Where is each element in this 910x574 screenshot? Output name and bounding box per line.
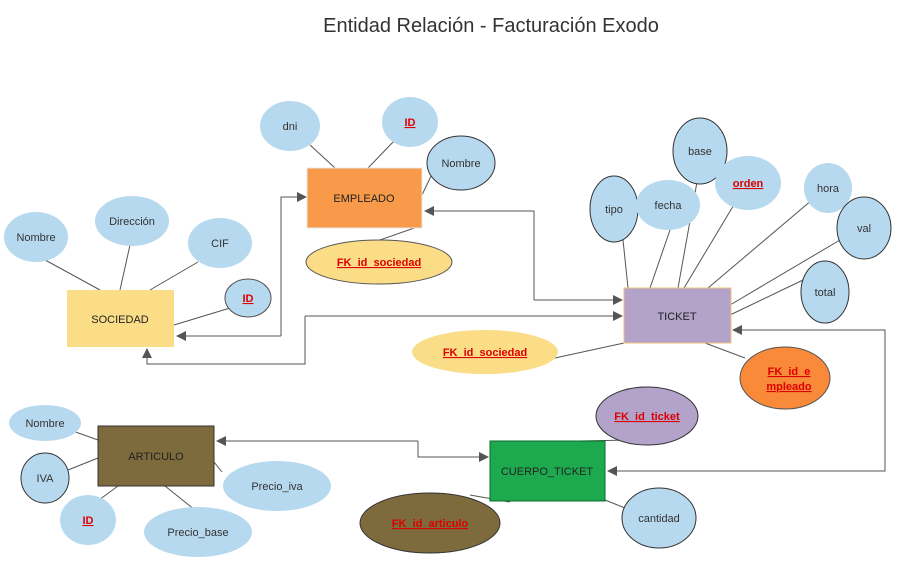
attr-key-label: FK_id_ticket bbox=[614, 411, 680, 423]
attr-label: hora bbox=[817, 183, 840, 195]
attr-ticket-hora: hora bbox=[804, 163, 852, 213]
attr-empleado-nombre: Nombre bbox=[426, 135, 496, 191]
entity-label-articulo: ARTICULO bbox=[128, 451, 184, 463]
attr-empleado-fk-sociedad: FK_id_sociedad bbox=[305, 239, 453, 285]
attr-ticket-fk-empleado: FK_id_e mpleado bbox=[739, 346, 831, 410]
attr-ticket-base: base bbox=[672, 117, 728, 185]
attr-articulo-precio-base: Precio_base bbox=[144, 507, 252, 557]
attr-label: Nombre bbox=[441, 158, 480, 170]
attr-articulo-iva: IVA bbox=[20, 452, 70, 504]
attr-ticket-orden: orden bbox=[715, 156, 781, 210]
arrow-to-cuerpo-from-articulo bbox=[417, 441, 489, 462]
arrow-to-sociedad-from-ticket bbox=[142, 316, 306, 365]
attr-sociedad-direccion: Dirección bbox=[95, 196, 169, 246]
attr-label: Nombre bbox=[25, 418, 64, 430]
attr-ticket-val: val bbox=[836, 196, 892, 260]
entity-box-empleado bbox=[306, 167, 423, 229]
attr-label: dni bbox=[283, 121, 298, 133]
attr-empleado-dni: dni bbox=[260, 101, 320, 151]
attr-key-label: FK_id_articulo bbox=[392, 518, 469, 530]
arrow-sociedad-empleado bbox=[280, 192, 307, 336]
attr-label: cantidad bbox=[638, 513, 680, 525]
attr-articulo-id: ID bbox=[60, 495, 116, 545]
attr-label: Dirección bbox=[109, 216, 155, 228]
attr-ticket-tipo: tipo bbox=[589, 175, 639, 243]
diagram-title: Entidad Relación - Facturación Exodo bbox=[323, 15, 659, 37]
attr-label: Precio_base bbox=[167, 527, 228, 539]
entity-label-empleado: EMPLEADO bbox=[333, 193, 395, 205]
attr-key-label: orden bbox=[733, 178, 764, 190]
attr-key-label: FK_id_sociedad bbox=[443, 347, 527, 359]
attr-key-label: mpleado bbox=[766, 381, 812, 393]
arrow-to-cuerpo-from-ticket bbox=[607, 400, 886, 476]
relationship-arrows bbox=[142, 192, 886, 476]
entity-articulo: ARTICULO bbox=[97, 425, 215, 487]
attr-key-label: ID bbox=[83, 515, 94, 527]
attr-label: Nombre bbox=[16, 232, 55, 244]
entity-empleado: EMPLEADO bbox=[306, 167, 423, 229]
entity-box-articulo bbox=[97, 425, 215, 487]
attr-empleado-id: ID bbox=[382, 97, 438, 147]
attr-sociedad-cif: CIF bbox=[188, 218, 252, 268]
attr-cuerpo-fk-ticket: FK_id_ticket bbox=[595, 386, 699, 446]
attr-cuerpo-fk-articulo: FK_id_articulo bbox=[359, 492, 501, 554]
entity-ticket: TICKET bbox=[623, 287, 732, 344]
arrow-to-ticket-from-cuerpo bbox=[732, 325, 886, 400]
entity-label-ticket: TICKET bbox=[657, 311, 696, 323]
attr-label: CIF bbox=[211, 238, 229, 250]
entity-box-cuerpo-ticket bbox=[489, 440, 606, 502]
attr-ticket-total: total bbox=[800, 260, 850, 324]
attr-key-label: FK_id_e bbox=[768, 366, 811, 378]
attr-articulo-nombre: Nombre bbox=[9, 405, 81, 441]
entity-sociedad: SOCIEDAD bbox=[67, 290, 174, 347]
entity-label-sociedad: SOCIEDAD bbox=[91, 314, 149, 326]
attr-label: IVA bbox=[37, 473, 55, 485]
attr-key-label: FK_id_sociedad bbox=[337, 257, 421, 269]
attr-label: val bbox=[857, 223, 871, 235]
entity-cuerpo-ticket: CUERPO_TICKET bbox=[489, 440, 606, 502]
attr-key-label: ID bbox=[243, 293, 254, 305]
attr-ticket-fecha: fecha bbox=[636, 180, 700, 230]
attr-label: Precio_iva bbox=[251, 481, 303, 493]
attr-label: total bbox=[815, 287, 836, 299]
attr-label: fecha bbox=[655, 200, 683, 212]
attr-sociedad-nombre: Nombre bbox=[4, 212, 68, 262]
attr-sociedad-id: ID bbox=[224, 278, 272, 318]
attr-key-label: ID bbox=[405, 117, 416, 129]
entity-box-sociedad bbox=[67, 290, 174, 347]
attr-label: tipo bbox=[605, 204, 623, 216]
attr-label: base bbox=[688, 146, 712, 158]
attr-articulo-precio-iva: Precio_iva bbox=[223, 461, 331, 511]
arrow-to-empleado bbox=[424, 206, 535, 300]
entity-label-cuerpo-ticket: CUERPO_TICKET bbox=[501, 466, 594, 478]
entity-box-ticket bbox=[623, 287, 732, 344]
attr-ticket-fk-sociedad: FK_id_sociedad bbox=[412, 330, 558, 374]
attr-cuerpo-cantidad: cantidad bbox=[621, 487, 697, 549]
